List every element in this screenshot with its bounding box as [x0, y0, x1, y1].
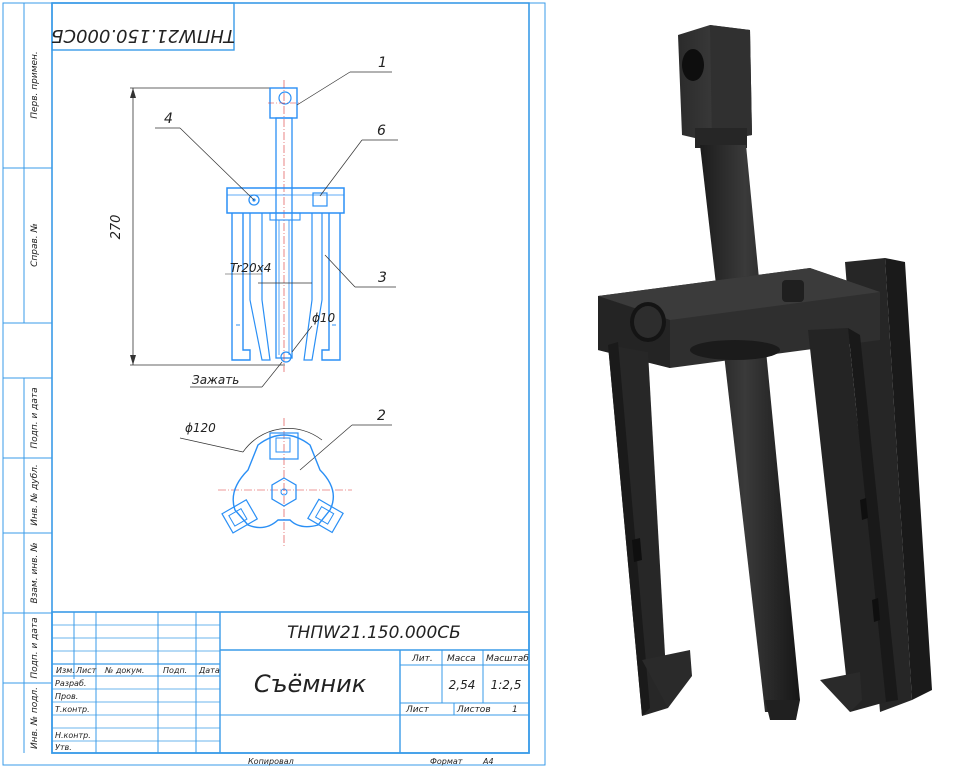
side-label: Подп. и дата [30, 387, 40, 448]
callout-6: 6 [377, 123, 386, 139]
lit-label: Лит. [411, 654, 433, 664]
dia-small-label: ϕ10 [312, 311, 336, 325]
side-label: Взам. инв. № [30, 542, 40, 603]
callout-1: 1 [378, 55, 387, 71]
main-drawing-code: ТНПW21.150.000СБ [287, 623, 461, 643]
title-block: Изм. Лист № докум. Подп. Дата Разраб. Пр… [51, 611, 530, 754]
format-value: A4 [482, 757, 494, 766]
sheets-label: Листов [456, 705, 491, 715]
scale-label: Масштаб [486, 654, 529, 664]
side-label: Справ. № [30, 223, 40, 267]
puller-3d-render [598, 25, 932, 720]
side-label: Инв. № дубл. [30, 464, 40, 526]
stamp-row-label: Утв. [55, 743, 72, 752]
hex-head [678, 25, 752, 148]
top-drawing-code: ТНПW21.150.000СБ [51, 25, 235, 46]
drawing-sheet: ТНПW21.150.000СБ Перв. примен. Справ. № … [2, 2, 546, 766]
stamp-header: Лист [75, 666, 97, 675]
top-code-box [51, 2, 235, 51]
drawing-title: Съёмник [254, 670, 367, 698]
mass-value: 2,54 [449, 678, 476, 692]
format-label: Формат [430, 757, 463, 766]
thread-label: Tr20x4 [230, 261, 271, 275]
stamp-row-label: Разраб. [55, 679, 86, 688]
callout-2: 2 [377, 408, 386, 424]
central-screw [700, 145, 800, 720]
front-view: 270 Tr20x4 ϕ10 Зажать [109, 80, 345, 388]
right-jaw [808, 328, 898, 712]
left-jaw [608, 342, 692, 716]
sheets-value: 1 [512, 705, 518, 715]
callout-3: 3 [378, 270, 387, 286]
stamp-header: Дата [198, 666, 220, 675]
side-columns: Перв. примен. Справ. № Подп. и дата Инв.… [3, 3, 52, 753]
scale-value: 1:2,5 [491, 678, 522, 692]
stamp-header: Изм. [56, 666, 75, 675]
stamp-row-label: Пров. [55, 692, 78, 701]
side-label: Инв. № подл. [30, 687, 40, 749]
callouts: 1 4 6 3 2 [155, 55, 398, 471]
stamp-header: Подп. [163, 666, 187, 675]
top-view: ϕ120 [179, 418, 352, 548]
copied-label: Копировал [248, 757, 294, 766]
stamp-row-label: Т.контр. [55, 705, 90, 714]
stamp-header: № докум. [104, 666, 144, 675]
sheet-label: Лист [405, 705, 430, 715]
dia-large-label: ϕ120 [185, 421, 216, 435]
height-dimension: 270 [109, 215, 124, 240]
clamp-label: Зажать [192, 373, 239, 387]
side-label: Перв. примен. [30, 51, 40, 119]
mass-label: Масса [447, 654, 476, 664]
side-label: Подп. и дата [30, 617, 40, 678]
stamp-row-label: Н.контр. [55, 731, 91, 740]
callout-4: 4 [164, 111, 173, 127]
